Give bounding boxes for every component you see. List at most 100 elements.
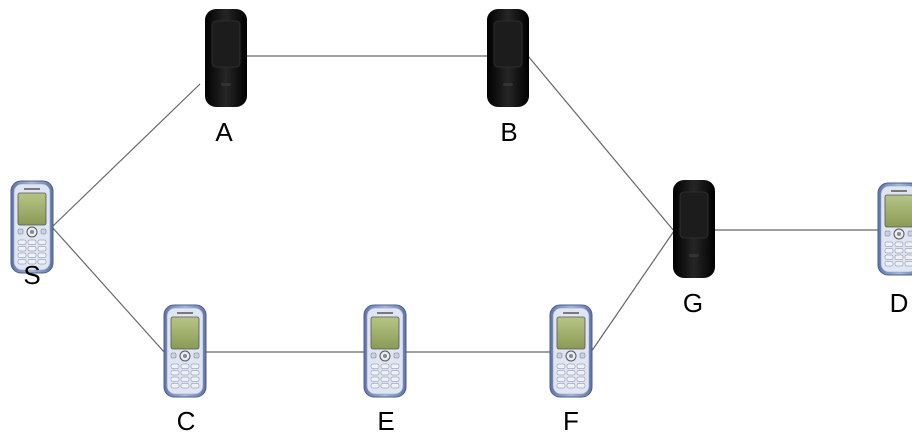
- phone-soft-key: [370, 352, 377, 359]
- phone-keypad-key: [884, 261, 894, 267]
- node-label-c: C: [177, 406, 196, 434]
- phone-icon: [877, 182, 912, 276]
- node-label-f: F: [563, 406, 579, 434]
- phone-keypad-key: [556, 363, 566, 369]
- phone-screen: [370, 316, 400, 350]
- phone-keypad-key: [576, 383, 586, 389]
- edges-layer: [51, 55, 880, 354]
- phone-keypad-key: [190, 376, 200, 382]
- phone-brand-mark: [563, 312, 579, 314]
- phone-soft-key: [556, 352, 563, 359]
- phone-keypad-key: [370, 370, 380, 376]
- phone-icon: [549, 304, 593, 398]
- node-g: G: [673, 180, 715, 318]
- phone-keypad-key: [576, 363, 586, 369]
- phone-icon: [363, 304, 407, 398]
- phone-keypad-key: [27, 239, 37, 245]
- edge-f-g: [590, 230, 675, 353]
- device-screen: [211, 20, 241, 68]
- node-label-e: E: [377, 406, 394, 434]
- phone-keypad-key: [390, 363, 400, 369]
- phone-soft-key: [170, 352, 177, 359]
- phone-keypad-key: [180, 363, 190, 369]
- phone-keypad-key: [566, 383, 576, 389]
- phone-keypad-key: [190, 383, 200, 389]
- node-f: F: [549, 304, 593, 434]
- phone-keypad-key: [370, 363, 380, 369]
- phone-nav-center: [30, 230, 34, 234]
- phone-keypad-key: [884, 241, 894, 247]
- node-label-b: B: [500, 117, 517, 147]
- phone-nav-center: [383, 354, 387, 358]
- phone-keypad-key: [576, 376, 586, 382]
- phone-brand-mark: [891, 190, 907, 192]
- device-screen: [679, 191, 709, 239]
- phone-keypad-key: [904, 241, 912, 247]
- device-screen: [493, 20, 523, 68]
- phone-keypad-key: [556, 383, 566, 389]
- phone-keypad-key: [390, 370, 400, 376]
- phone-screen: [556, 316, 586, 350]
- black-device-icon: [673, 180, 715, 278]
- phone-keypad-key: [884, 254, 894, 260]
- phone-keypad-key: [180, 370, 190, 376]
- phone-keypad-key: [27, 252, 37, 258]
- phone-nav-center: [183, 354, 187, 358]
- phone-keypad-key: [894, 241, 904, 247]
- phone-soft-key: [193, 352, 200, 359]
- phone-screen: [884, 194, 912, 228]
- phone-keypad-key: [37, 252, 47, 258]
- node-s: S: [10, 180, 54, 290]
- phone-keypad-key: [170, 383, 180, 389]
- device-button: [503, 83, 513, 86]
- black-device-icon: [487, 9, 529, 107]
- phone-keypad-key: [566, 376, 576, 382]
- phone-brand-mark: [24, 188, 40, 190]
- phone-keypad-key: [190, 363, 200, 369]
- phone-keypad-key: [894, 248, 904, 254]
- phone-keypad-key: [17, 246, 27, 252]
- phone-brand-mark: [177, 312, 193, 314]
- phone-keypad-key: [894, 254, 904, 260]
- phone-keypad-key: [884, 248, 894, 254]
- phone-brand-mark: [377, 312, 393, 314]
- phone-keypad-key: [556, 370, 566, 376]
- phone-soft-key: [884, 230, 891, 237]
- phone-soft-key: [40, 228, 47, 235]
- phone-keypad-key: [17, 252, 27, 258]
- phone-keypad-key: [380, 363, 390, 369]
- node-e: E: [363, 304, 407, 434]
- black-device-icon: [205, 9, 247, 107]
- phone-keypad-key: [566, 370, 576, 376]
- phone-keypad-key: [556, 376, 566, 382]
- phone-keypad-key: [390, 383, 400, 389]
- phone-keypad-key: [17, 259, 27, 265]
- phone-keypad-key: [27, 246, 37, 252]
- edge-s-a: [51, 83, 201, 228]
- phone-keypad-key: [27, 259, 37, 265]
- phone-nav-center: [569, 354, 573, 358]
- phone-keypad-key: [170, 370, 180, 376]
- phone-keypad-key: [370, 376, 380, 382]
- phone-keypad-key: [170, 376, 180, 382]
- phone-soft-key: [17, 228, 24, 235]
- phone-nav-center: [897, 232, 901, 236]
- device-button: [221, 83, 231, 86]
- phone-keypad-key: [904, 261, 912, 267]
- node-c: C: [163, 304, 207, 434]
- node-label-a: A: [215, 117, 233, 147]
- phone-keypad-key: [17, 239, 27, 245]
- phone-keypad-key: [380, 383, 390, 389]
- edge-s-c: [51, 226, 166, 354]
- node-d: D: [877, 182, 912, 318]
- phone-keypad-key: [37, 246, 47, 252]
- phone-keypad-key: [380, 376, 390, 382]
- phone-soft-key: [907, 230, 912, 237]
- phone-soft-key: [579, 352, 586, 359]
- node-label-d: D: [890, 288, 909, 318]
- phone-keypad-key: [170, 363, 180, 369]
- phone-icon: [163, 304, 207, 398]
- phone-keypad-key: [180, 376, 190, 382]
- edge-b-g: [527, 55, 675, 232]
